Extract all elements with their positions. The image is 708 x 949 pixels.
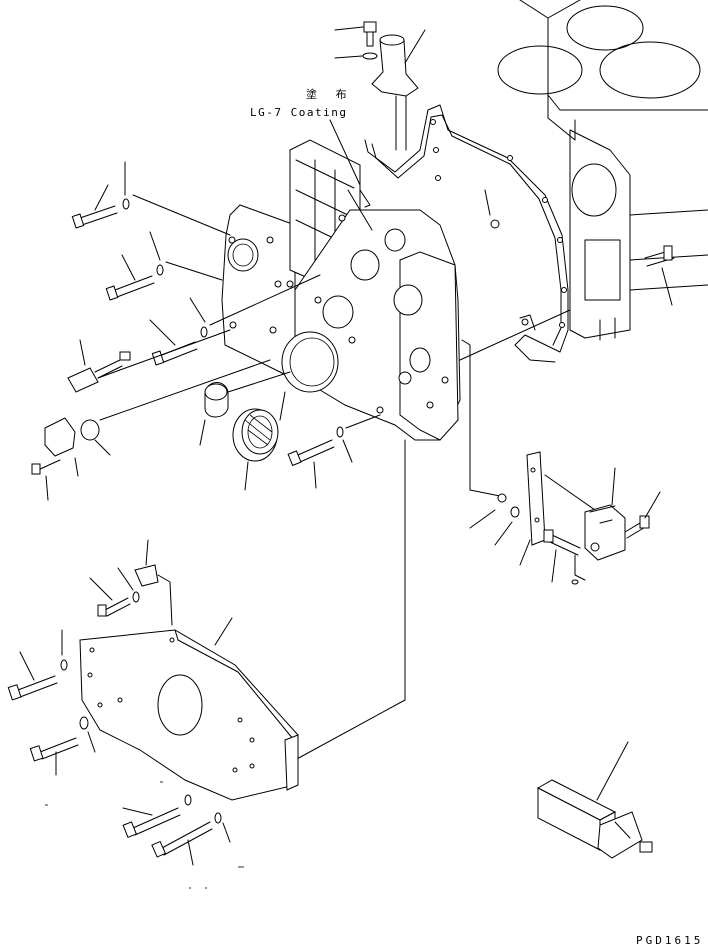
coating-note-japanese: 塗 布	[306, 88, 353, 101]
temperature-sensor	[31, 329, 271, 501]
leader-line	[122, 807, 153, 816]
leader-line	[117, 567, 134, 591]
leader-line	[94, 184, 109, 211]
leader-line	[214, 617, 233, 646]
leader-line	[494, 521, 513, 546]
leader-line	[661, 267, 673, 306]
clip-bracket	[89, 539, 173, 626]
cover-bolt-lower	[287, 414, 381, 489]
leader-line	[244, 461, 249, 491]
leader-line	[596, 741, 629, 801]
front-cover-housing	[221, 119, 500, 441]
leader-line	[87, 731, 96, 753]
leader-line	[145, 539, 149, 566]
coating-note-english: LG-7 Coating	[250, 106, 348, 119]
special-tool	[536, 741, 653, 859]
leader-line	[519, 539, 531, 566]
leader-line	[611, 467, 616, 506]
leader-line	[199, 419, 206, 446]
bracket-and-relay	[469, 451, 661, 585]
plate-bolts	[7, 629, 231, 866]
leader-line	[644, 491, 661, 519]
leader-line	[45, 475, 49, 501]
leader-line	[313, 461, 317, 489]
leader-line	[79, 339, 86, 366]
leader-line	[334, 55, 363, 59]
leader-line	[469, 509, 496, 529]
drawing-number: PGD1615	[636, 934, 704, 947]
leader-line	[334, 26, 364, 31]
leader-line	[342, 439, 353, 463]
flywheel-housing-plate	[79, 617, 299, 801]
leader-line	[404, 29, 426, 64]
leader-line	[149, 319, 176, 346]
engine-block	[497, 0, 708, 341]
leader-line	[484, 189, 491, 216]
front-cover-gasket	[364, 104, 569, 363]
oil-seals	[199, 371, 291, 491]
leader-line	[19, 651, 35, 681]
leader-line	[551, 549, 557, 583]
leader-line	[94, 439, 111, 456]
cover-bolts-left	[71, 161, 321, 366]
breather-cap	[334, 21, 426, 151]
leader-line	[149, 231, 161, 261]
leader-line	[74, 457, 79, 477]
leader-line	[121, 254, 136, 281]
leader-line	[189, 297, 206, 323]
leader-line	[222, 822, 231, 843]
leader-line	[187, 839, 194, 866]
leader-line	[89, 577, 113, 601]
stray-marks	[45, 781, 244, 889]
